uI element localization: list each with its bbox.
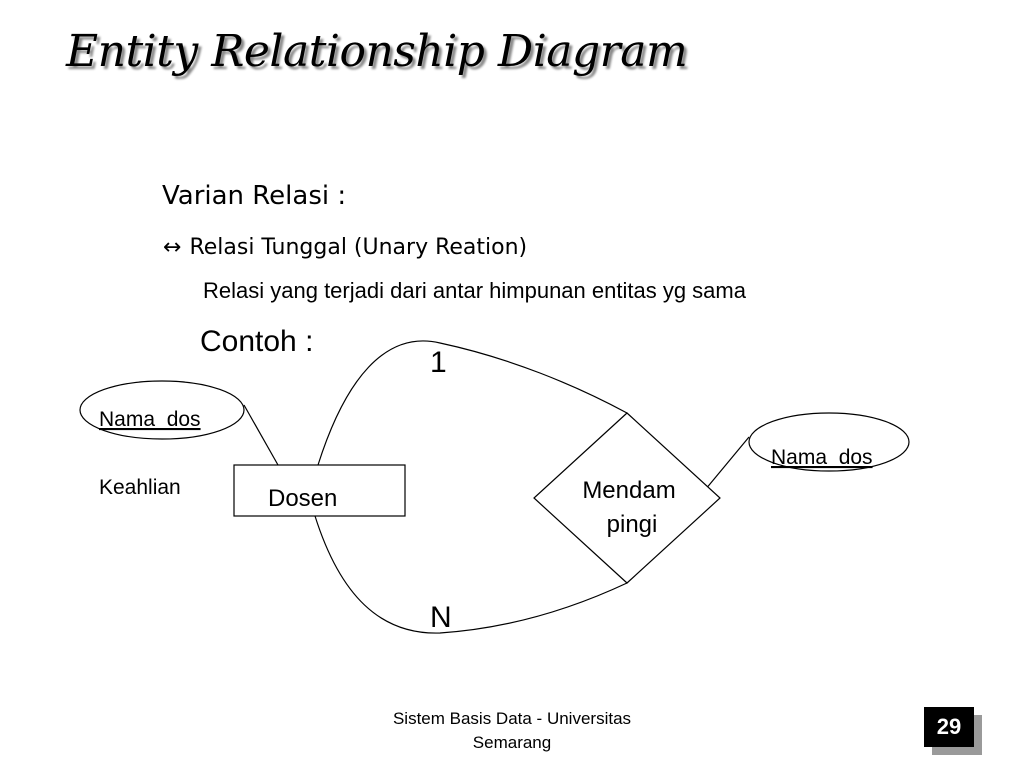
attribute-connector-right (704, 436, 750, 491)
attribute-ellipse-left (79, 380, 245, 440)
left-right-arrow-icon: ↔ (163, 235, 182, 260)
cardinality-one: 1 (430, 346, 447, 379)
relationship-line-many (314, 515, 628, 634)
attribute-ellipse-right (748, 412, 910, 472)
relationship-line-one (317, 340, 628, 466)
footer-text: Sistem Basis Data - Universitas Semarang (392, 709, 632, 752)
relationship-diamond (533, 412, 721, 584)
relationship-label-line2: pingi (607, 511, 658, 538)
attribute-label-left: Nama_dos (99, 408, 201, 431)
attribute-connector-left (243, 404, 279, 466)
entity-box (233, 464, 406, 517)
cardinality-many: N (430, 601, 452, 634)
entity-label: Dosen (268, 485, 337, 512)
subheading-text: Relasi Tunggal (Unary Reation) (189, 235, 528, 260)
page-number: 29 (924, 707, 974, 747)
description: Relasi yang terjadi dari antar himpunan … (203, 278, 746, 303)
section-heading: Varian Relasi : (162, 181, 347, 211)
subheading: ↔ Relasi Tunggal (Unary Reation) (163, 235, 527, 260)
slide-title: Entity Relationship Diagram (66, 26, 688, 77)
example-label: Contoh : (200, 325, 314, 358)
attribute-label-right: Nama_dos (771, 446, 873, 469)
relationship-label-line1: Mendam (582, 477, 675, 504)
attribute-label-keahlian: Keahlian (99, 476, 181, 499)
page-number-badge: 29 (924, 707, 982, 755)
